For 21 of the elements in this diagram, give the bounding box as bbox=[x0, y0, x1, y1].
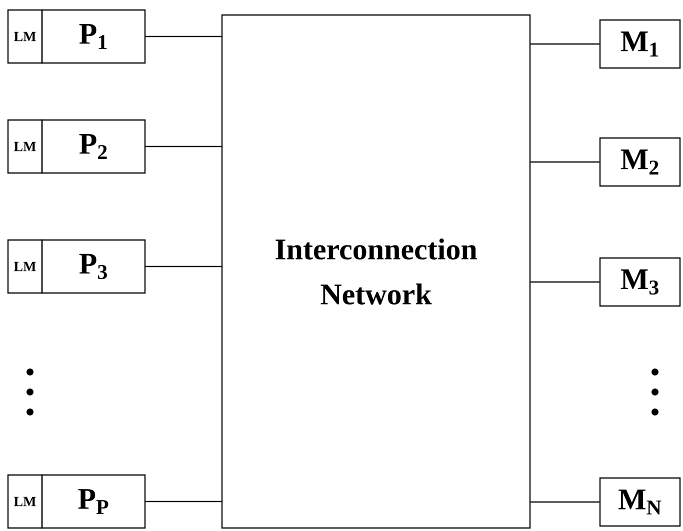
connector-line bbox=[146, 266, 222, 268]
connector-line bbox=[146, 500, 222, 502]
memory-box: M$_{N}$ bbox=[599, 477, 681, 527]
memory-box: M$_{1}$ bbox=[599, 19, 681, 69]
processor-box: P$_{P}$ bbox=[41, 474, 146, 529]
memory-box: LM bbox=[7, 119, 43, 174]
connector-line bbox=[530, 43, 600, 45]
connector-line bbox=[146, 36, 222, 38]
memory-box: M$_{2}$ bbox=[599, 137, 681, 187]
processor-box: P$_{1}$ bbox=[41, 9, 146, 64]
memory-box: M$_{3}$ bbox=[599, 257, 681, 307]
memory-box: LM bbox=[7, 239, 43, 294]
processor-box: P$_{2}$ bbox=[41, 119, 146, 174]
connector-line bbox=[530, 281, 600, 283]
connector-line bbox=[530, 501, 600, 503]
network-box: Interconnection Network bbox=[221, 14, 531, 529]
connector-line bbox=[146, 146, 222, 148]
processor-box: P$_{3}$ bbox=[41, 239, 146, 294]
connector-line bbox=[530, 161, 600, 163]
memory-box: LM bbox=[7, 9, 43, 64]
memory-box: LM bbox=[7, 474, 43, 529]
